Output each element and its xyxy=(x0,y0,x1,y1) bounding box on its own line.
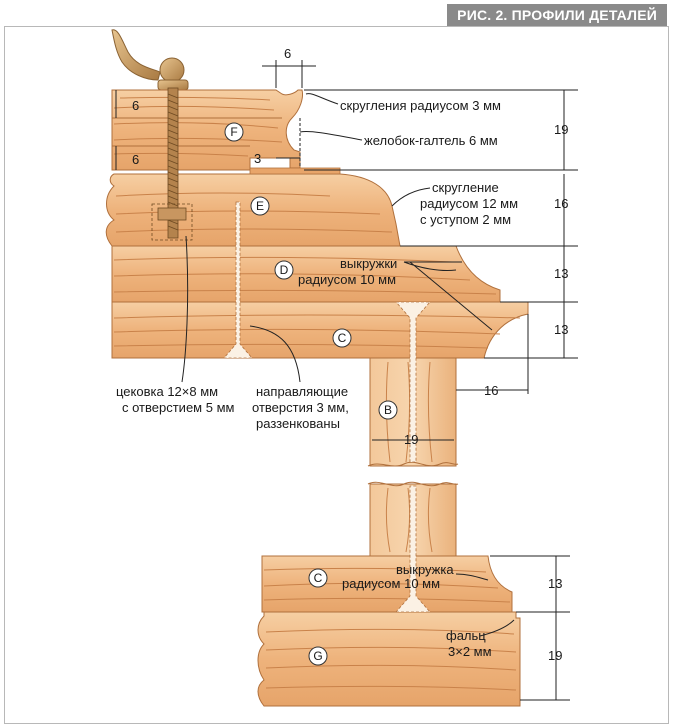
svg-text:G: G xyxy=(313,649,322,663)
part-label-d: D xyxy=(274,260,294,280)
part-label-c-upper: C xyxy=(332,328,352,348)
svg-text:F: F xyxy=(230,125,237,139)
dim-width-16: 16 xyxy=(484,383,498,398)
svg-text:B: B xyxy=(384,403,392,417)
dim-height-13-c: 13 xyxy=(548,576,562,591)
callout-cove-10-line2: радиусом 10 мм xyxy=(298,272,396,287)
callout-cove-lower-line1: выкружка xyxy=(396,562,454,577)
callout-rabbet-line1: фальц xyxy=(446,628,486,643)
pilot-holes xyxy=(223,201,431,613)
dim-f-upper: 6 xyxy=(132,98,139,113)
part-g xyxy=(257,611,521,707)
part-label-f: F xyxy=(224,122,244,142)
callout-cove-lower-line2: радиусом 10 мм xyxy=(342,576,440,591)
dim-height-13-a: 13 xyxy=(554,266,568,281)
part-label-c-lower: C xyxy=(308,568,328,588)
callout-counterbore-line1: цековка 12×8 мм xyxy=(116,384,218,399)
dim-height-13-b: 13 xyxy=(554,322,568,337)
callout-radius-3: скругления радиусом 3 мм xyxy=(340,98,501,113)
svg-text:D: D xyxy=(280,263,289,277)
figure-border xyxy=(4,26,669,724)
svg-text:C: C xyxy=(314,571,323,585)
figure-title: РИС. 2. ПРОФИЛИ ДЕТАЛЕЙ xyxy=(447,4,667,26)
part-c-lower xyxy=(261,555,513,613)
dim-f-inner: 3 xyxy=(254,151,261,166)
dim-height-16: 16 xyxy=(554,196,568,211)
callout-round-12-line3: с уступом 2 мм xyxy=(420,212,511,227)
finial-hook xyxy=(111,29,189,91)
callout-round-12-line2: радиусом 12 мм xyxy=(420,196,518,211)
part-f xyxy=(111,89,303,171)
part-label-e: E xyxy=(250,196,270,216)
dim-top-width: 6 xyxy=(284,46,291,61)
threaded-rod xyxy=(151,87,193,241)
callout-groove: желобок-галтель 6 мм xyxy=(364,133,498,148)
part-label-g: G xyxy=(308,646,328,666)
callout-counterbore-line2: с отверстием 5 мм xyxy=(122,400,235,415)
callout-leaders xyxy=(181,93,515,637)
svg-text:C: C xyxy=(338,331,347,345)
dim-width-19: 19 xyxy=(404,432,418,447)
part-c-upper xyxy=(111,301,529,359)
dim-height-19-bottom: 19 xyxy=(548,648,562,663)
callout-pilot-line1: направляющие xyxy=(256,384,348,399)
dim-height-19-top: 19 xyxy=(554,122,568,137)
callout-pilot-line2: отверстия 3 мм, xyxy=(252,400,349,415)
callout-round-12-line1: скругление xyxy=(432,180,499,195)
part-d xyxy=(111,245,501,303)
svg-text:E: E xyxy=(256,199,264,213)
part-label-b: B xyxy=(378,400,398,420)
callout-rabbet-line2: 3×2 мм xyxy=(448,644,492,659)
callout-cove-10-line1: выкружки xyxy=(340,256,397,271)
dimension-lines xyxy=(115,60,578,701)
callout-pilot-line3: раззенкованы xyxy=(256,416,340,431)
dim-f-lower: 6 xyxy=(132,152,139,167)
